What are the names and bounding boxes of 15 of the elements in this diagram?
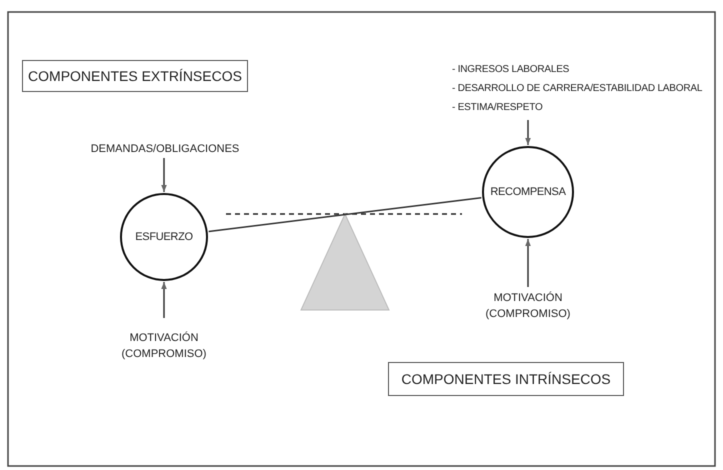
- title-box: COMPONENTES INTRÍNSECOS: [388, 362, 624, 396]
- text-label: MOTIVACIÓN (COMPROMISO): [478, 290, 578, 322]
- arrow: [525, 120, 531, 145]
- arrow: [525, 239, 531, 287]
- list-item: - DESARROLLO DE CARRERA/ESTABILIDAD LABORAL: [452, 82, 704, 96]
- list-item: - ESTIMA/RESPETO: [452, 101, 544, 115]
- beam-line: [208, 197, 482, 232]
- circle-node: RECOMPENSA: [482, 146, 574, 238]
- title-box: COMPONENTES EXTRÍNSECOS: [22, 60, 248, 92]
- text-label: DEMANDAS/OBLIGACIONES: [72, 141, 258, 157]
- text-label: MOTIVACIÓN (COMPROMISO): [114, 330, 214, 362]
- list-item: - INGRESOS LABORALES: [452, 63, 570, 77]
- circle-node: ESFUERZO: [120, 193, 208, 281]
- arrow: [161, 282, 167, 318]
- arrow: [161, 158, 167, 192]
